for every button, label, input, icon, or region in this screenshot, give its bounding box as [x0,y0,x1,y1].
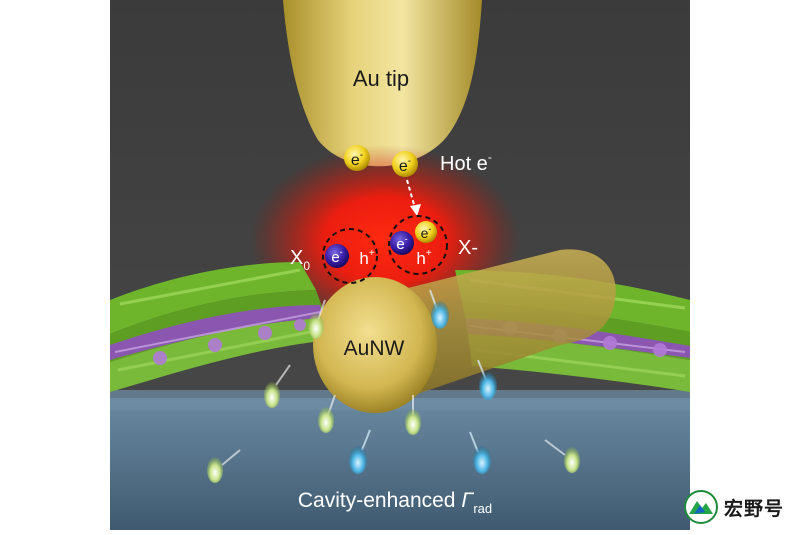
svg-text:h+: h+ [416,248,431,268]
electron-symbol: e [396,236,404,253]
trion: e- e- h+ [388,215,448,275]
electron-charge: - [360,150,363,161]
watermark-text: 宏野号 [724,497,785,520]
electron-transfer-arrow [406,179,421,216]
crystal-lattice-left [110,262,330,392]
trion-label: X- [458,237,478,259]
hole-charge: + [426,248,432,259]
hot-electron-left: e- [344,145,370,171]
svg-text:e-: e- [399,156,411,175]
photon-blue-2 [477,359,497,400]
green-mountain-logo-icon [684,490,718,524]
photon-green-1 [308,299,326,339]
neutral-exciton-label: X0 [290,247,310,273]
hole-symbol: h [416,249,425,268]
photon-blue-4 [469,431,491,474]
hot-electron-right: e- [392,151,418,177]
watermark: 宏野号 [684,488,796,526]
electron-charge: - [408,156,411,167]
svg-text:e-: e- [396,234,407,253]
cavity-enhanced-label: Cavity-enhanced Γrad [298,489,492,516]
au-nanowire [313,249,616,413]
au-tip-label: Au tip [353,66,409,91]
electron-charge: - [428,224,431,234]
svg-text:e-: e- [331,247,342,266]
photon-green-4 [405,395,421,435]
photon-green-5 [207,449,241,483]
svg-text:h+: h+ [359,248,374,268]
electron-symbol: e [421,225,429,241]
photon-blue-1 [429,289,449,329]
electron-charge: - [340,247,343,257]
hole-charge: + [369,248,375,259]
neutral-exciton: e- h+ [322,228,378,284]
au-nanowire-label: AuNW [344,337,405,360]
electron-symbol: e [399,158,408,175]
svg-text:e-: e- [351,150,363,169]
electron-symbol: e [351,152,360,169]
hole-symbol: h [359,249,368,268]
au-tip [283,0,482,167]
electron-symbol: e [331,249,339,266]
photon-green-2 [264,364,291,408]
photon-green-3 [318,394,336,433]
svg-text:e-: e- [421,224,432,241]
hot-electron-label: Hot e- [440,150,492,175]
photon-blue-3 [349,429,371,474]
electron-charge: - [405,234,408,244]
photon-green-6 [544,439,580,473]
cavity-substrate [110,398,690,530]
